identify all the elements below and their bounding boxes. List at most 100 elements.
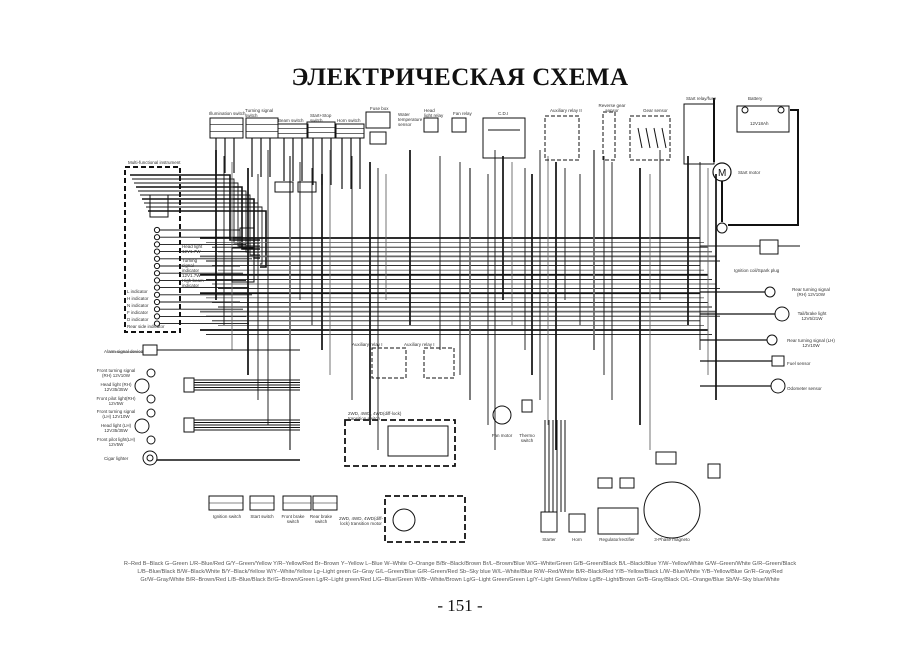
label-n-indicator: N indicator bbox=[127, 303, 149, 308]
label-cigar-lighter: Cigar lighter bbox=[104, 456, 129, 461]
label-auxiliary-relay-1a: Auxiliary relay I bbox=[352, 342, 383, 347]
front-lamp-icon bbox=[146, 368, 156, 378]
battery-terminal-icon bbox=[777, 106, 785, 114]
label-ignition-coil: Ignition coil/Spark plug bbox=[734, 268, 780, 273]
label-l-indicator: L indicator bbox=[127, 289, 148, 294]
switch-block bbox=[306, 121, 336, 139]
ignition-coil-icon bbox=[716, 222, 728, 234]
gear-sensor-box bbox=[629, 115, 671, 161]
indicator-bulb-icon bbox=[153, 226, 161, 234]
front-lamp-icon bbox=[134, 418, 150, 434]
indicator-bulb-icon bbox=[153, 313, 161, 320]
odometer-sensor-icon bbox=[770, 378, 786, 394]
label-auxiliary-relay-2: Auxiliary relay II bbox=[550, 108, 582, 113]
indicator-bulb-icon bbox=[153, 320, 161, 327]
horn-icon bbox=[568, 513, 586, 533]
motor-m-label: M bbox=[718, 168, 726, 179]
label-turn-signal-indicator: Turning signal indicator 12V1.7W bbox=[182, 258, 201, 278]
indicator-bulb-icon bbox=[153, 284, 161, 291]
instrument-wire bbox=[136, 186, 260, 250]
bottom-switch-block bbox=[249, 495, 275, 511]
label-head-light-relay: Head light relay bbox=[424, 108, 444, 118]
alarm-connector bbox=[142, 344, 158, 356]
bottom-switch-block bbox=[208, 495, 244, 511]
rear-turn-signal-r-icon bbox=[764, 286, 776, 298]
battery-terminal-icon bbox=[741, 106, 749, 114]
label-multifunctional-instrument: Multi-functional instrument bbox=[128, 160, 181, 165]
label-gear-sensor: Gear sensor bbox=[643, 108, 668, 113]
spark-plug-unit bbox=[759, 239, 779, 255]
starter-icon bbox=[540, 511, 558, 533]
label-f-indicator: F indicator bbox=[127, 310, 149, 315]
cdi-unit bbox=[482, 117, 526, 159]
connector bbox=[597, 477, 613, 489]
bottom-switch-block bbox=[282, 495, 312, 511]
instrument-wire bbox=[146, 206, 263, 265]
label-rear-turn-signal-l: Rear turning signal (LH) 12V10W bbox=[787, 338, 835, 348]
label-battery: Battery bbox=[748, 96, 763, 101]
cigar-lighter-icon bbox=[142, 450, 158, 466]
switch-block bbox=[335, 123, 365, 139]
switch-block bbox=[245, 117, 279, 139]
start-motor-icon bbox=[712, 162, 732, 182]
front-lamp-icon bbox=[146, 408, 156, 418]
label-diff-lock-switch: 2WD, 4WD, 4WD(diff-lock) transition swit… bbox=[348, 411, 402, 421]
bottom-switch-block bbox=[312, 495, 338, 511]
tail-light-icon bbox=[774, 306, 790, 322]
wire-color-legend: R–Red B–Black G–Green L/R–Blue/Red G/Y–G… bbox=[80, 560, 840, 584]
wire-harness bbox=[110, 98, 800, 512]
front-lamp-icon bbox=[146, 394, 156, 404]
front-lamp-icon bbox=[134, 378, 150, 394]
indicator-bulb-icon bbox=[153, 255, 161, 262]
label-auxiliary-relay-1b: Auxiliary relay I bbox=[404, 342, 435, 347]
fan-motor-icon bbox=[492, 405, 512, 425]
label-odometer-sensor: Odometer sensor bbox=[787, 386, 822, 391]
label-front-turn-signal-l: Front turning signal (LH) 12V10W bbox=[96, 409, 136, 419]
head-light-relay bbox=[423, 117, 439, 133]
indicator-bulb-icon bbox=[153, 277, 161, 284]
label-regulator-rectifier: Regulator/rectifier bbox=[599, 537, 635, 542]
label-d-indicator: D indicator bbox=[127, 317, 149, 322]
connector bbox=[274, 181, 294, 193]
label-illumination-switch: Illumination switch bbox=[209, 111, 246, 116]
connector bbox=[707, 463, 721, 479]
label-alarm-signal-device: Alarm signal device bbox=[104, 349, 144, 354]
fuel-sensor-icon bbox=[771, 355, 785, 367]
label-horn-switch: Horn switch bbox=[337, 118, 361, 123]
indicator-bulb-icon bbox=[153, 241, 161, 248]
diff-lock-motor-icon bbox=[392, 508, 416, 532]
gear-switch bbox=[645, 127, 651, 149]
start-relay-box bbox=[683, 103, 715, 165]
indicator-bulb-icon bbox=[153, 291, 161, 298]
instrument-display bbox=[149, 194, 169, 218]
connector bbox=[619, 477, 635, 489]
label-start-stop-switch: Start+Stop switch bbox=[310, 113, 332, 123]
legend-line-3: Gr/W–Gray/White B/R–Brown/Red L/B–Blue/B… bbox=[140, 577, 780, 583]
diff-lock-switch-box bbox=[344, 419, 456, 467]
label-rear-brake-switch: Rear brake switch bbox=[309, 514, 333, 524]
label-head-light-l: Head light (LH) 12V35/35W bbox=[100, 423, 132, 433]
label-front-turn-signal-r: Front turning signal (RH) 12V10W bbox=[96, 368, 136, 378]
front-lamp-icon bbox=[146, 435, 156, 445]
label-diff-lock-motor: 2WD, 4WD, 4WD(diff-lock) transition moto… bbox=[339, 516, 383, 526]
label-turning-signal-switch: Turning signal switch bbox=[245, 108, 274, 118]
gear-switch bbox=[637, 127, 643, 149]
page-title: ЭЛЕКТРИЧЕСКАЯ СХЕМА bbox=[291, 64, 629, 91]
label-magneto: 3-Phase magneto bbox=[654, 537, 690, 542]
label-reverse-gear-sensor: Reverse gear sensor bbox=[598, 103, 626, 113]
label-horn: Horn bbox=[572, 537, 582, 542]
diff-lock-motor-box bbox=[384, 495, 466, 543]
indicator-bulb-icon bbox=[153, 298, 161, 306]
indicator-bulb-icon bbox=[153, 270, 161, 277]
label-tail-brake-light: Tail/brake light 12V5/21W bbox=[797, 311, 827, 321]
indicator-bulb-icon bbox=[153, 306, 161, 313]
cigar-lighter-inner bbox=[146, 454, 154, 462]
label-starter: Starter bbox=[542, 537, 556, 542]
label-water-temp-sensor: Water temperature sensor bbox=[398, 112, 423, 127]
label-start-motor: Start motor bbox=[738, 170, 761, 175]
magneto-icon bbox=[643, 481, 701, 539]
reverse-gear-box bbox=[602, 111, 616, 161]
component-symbols: M bbox=[124, 103, 790, 543]
switch-block bbox=[209, 117, 244, 139]
page-number: - 151 - bbox=[437, 596, 483, 615]
